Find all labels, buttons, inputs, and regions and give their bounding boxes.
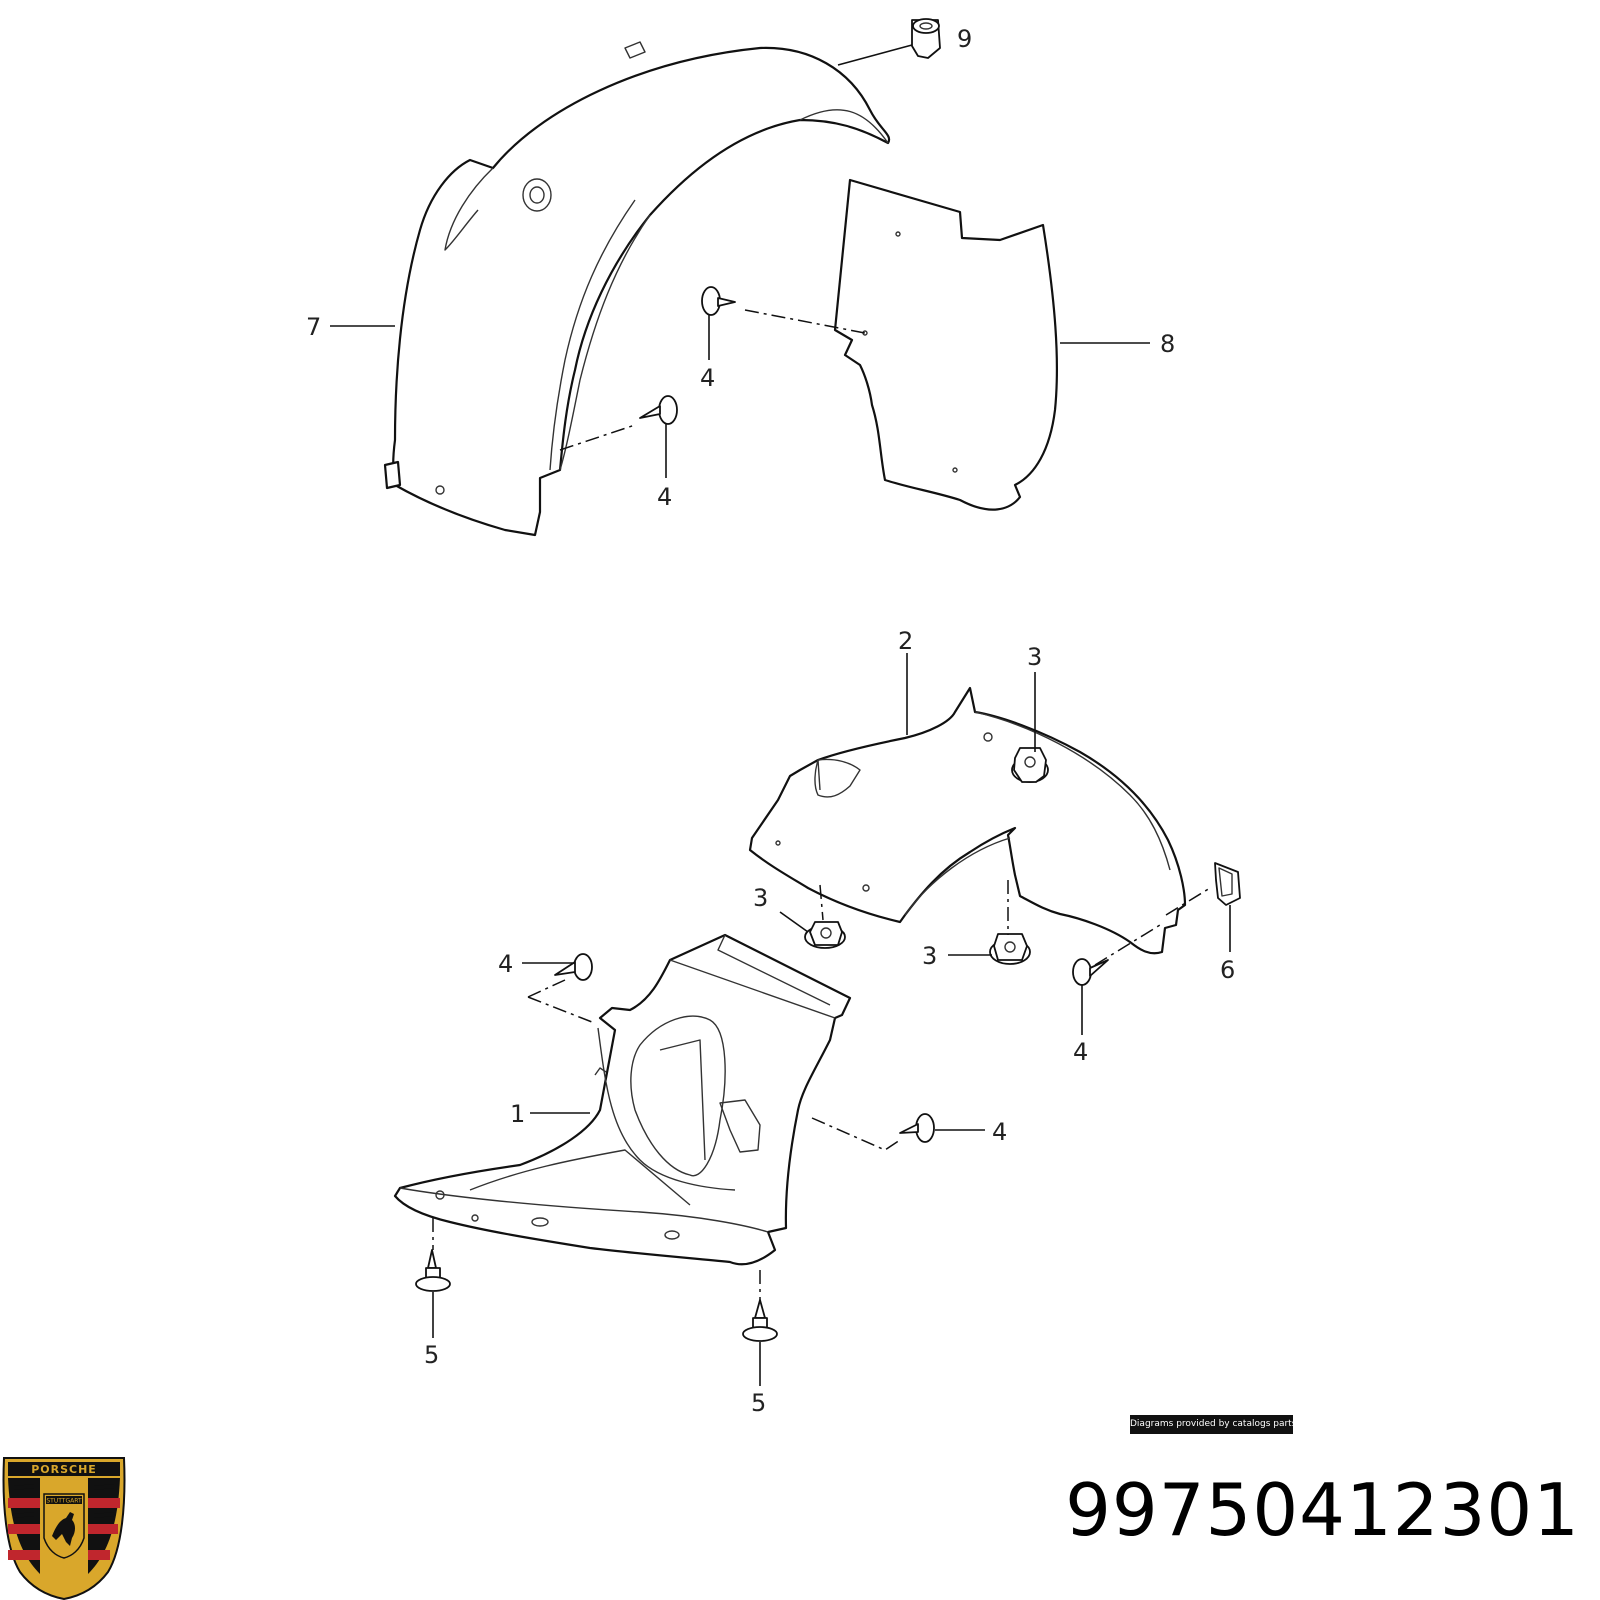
nut-part-3-b <box>804 921 846 949</box>
screw-part-5-a <box>415 1249 451 1292</box>
nut-part-3-a <box>1011 747 1049 783</box>
porsche-crest-logo: PORSCHE STUTTGART <box>2 1457 126 1600</box>
callout-1: 1 <box>510 1100 525 1128</box>
leader-lines <box>330 44 1231 1386</box>
callout-2: 2 <box>898 627 913 655</box>
screw-part-4-lower-a <box>554 953 593 981</box>
horse-icon <box>52 1512 75 1546</box>
wheel-liner-part-2 <box>748 686 1187 955</box>
callout-9: 9 <box>957 25 972 53</box>
callout-3-bottom: 3 <box>922 942 937 970</box>
screw-part-4-lower-c <box>1072 958 1109 986</box>
screw-part-4-upper-a <box>701 286 736 316</box>
callout-6: 6 <box>1220 956 1235 984</box>
crest-city: STUTTGART <box>46 1498 82 1505</box>
screw-part-4-upper-b <box>639 395 678 425</box>
callout-3-top: 3 <box>1027 643 1042 671</box>
callout-4-mid: 4 <box>992 1118 1007 1146</box>
diagram-credit-label: Diagrams provided by catalogs parts <box>1130 1415 1296 1434</box>
callout-4-right: 4 <box>1073 1038 1088 1066</box>
part-number: 99750412301 <box>1065 1468 1580 1552</box>
callout-8: 8 <box>1160 330 1175 358</box>
grommet-part-9 <box>911 18 941 59</box>
callout-7: 7 <box>306 313 321 341</box>
wheel-housing-liner-part-7 <box>383 41 891 537</box>
crest-wordmark: PORSCHE <box>31 1463 97 1476</box>
antler-icons <box>14 1484 114 1518</box>
screw-part-5-b <box>742 1299 778 1342</box>
callout-5-right: 5 <box>751 1389 766 1417</box>
callout-5-left: 5 <box>424 1341 439 1369</box>
liner-panel-part-8 <box>833 178 1059 511</box>
screw-part-4-lower-b <box>899 1113 935 1143</box>
clip-nut-part-6 <box>1214 862 1241 906</box>
callout-4-left: 4 <box>498 950 513 978</box>
nut-part-3-c <box>989 933 1031 965</box>
callout-4-upper-b: 4 <box>657 483 672 511</box>
front-liner-part-1 <box>393 933 852 1266</box>
callout-3-left: 3 <box>753 884 768 912</box>
callout-4-upper-a: 4 <box>700 364 715 392</box>
